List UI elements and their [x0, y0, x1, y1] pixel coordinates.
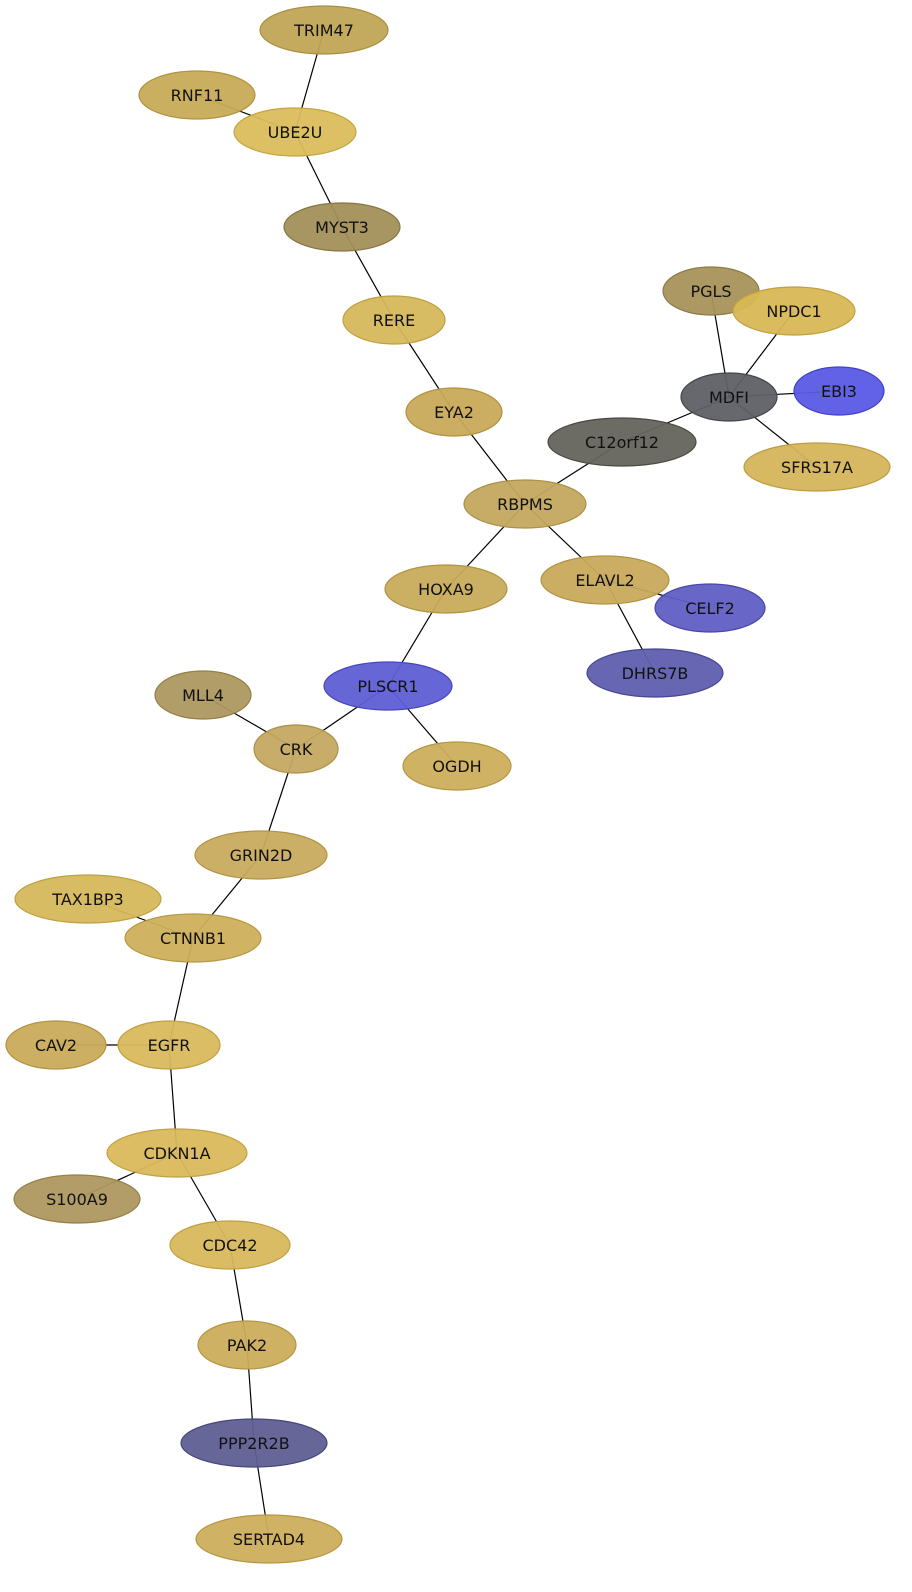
node-ellipse — [405, 387, 503, 437]
node-label: CTNNB1 — [160, 929, 226, 948]
node-ube2u[interactable]: UBE2U — [233, 107, 357, 157]
node-dhrs7b[interactable]: DHRS7B — [586, 648, 724, 698]
node-ppp2r2b[interactable]: PPP2R2B — [180, 1418, 328, 1468]
node-label: MLL4 — [182, 686, 224, 705]
node-label: RNF11 — [171, 86, 224, 105]
node-label: CDKN1A — [143, 1144, 210, 1163]
node-ellipse — [586, 648, 724, 698]
node-grin2d[interactable]: GRIN2D — [194, 830, 328, 880]
node-ellipse — [342, 295, 446, 345]
node-ellipse — [743, 442, 891, 492]
node-rere[interactable]: RERE — [342, 295, 446, 345]
node-label: OGDH — [432, 757, 481, 776]
node-ellipse — [283, 202, 401, 252]
node-s100a9[interactable]: S100A9 — [13, 1174, 141, 1224]
node-mdfi[interactable]: MDFI — [680, 372, 778, 422]
node-tax1bp3[interactable]: TAX1BP3 — [14, 874, 162, 924]
node-sertad4[interactable]: SERTAD4 — [195, 1514, 343, 1564]
node-label: MDFI — [709, 388, 749, 407]
node-ebi3[interactable]: EBI3 — [793, 366, 885, 416]
node-ellipse — [194, 830, 328, 880]
node-elavl2[interactable]: ELAVL2 — [540, 555, 670, 605]
node-ellipse — [106, 1128, 248, 1178]
node-ellipse — [233, 107, 357, 157]
node-ellipse — [154, 670, 252, 720]
node-label: PAK2 — [227, 1336, 267, 1355]
node-label: ELAVL2 — [575, 571, 634, 590]
node-label: CRK — [280, 740, 313, 759]
node-ellipse — [195, 1514, 343, 1564]
node-eya2[interactable]: EYA2 — [405, 387, 503, 437]
node-crk[interactable]: CRK — [253, 724, 339, 774]
node-label: PGLS — [690, 282, 731, 301]
node-ogdh[interactable]: OGDH — [402, 741, 512, 791]
node-label: DHRS7B — [622, 664, 689, 683]
node-hoxa9[interactable]: HOXA9 — [384, 564, 508, 614]
node-label: UBE2U — [268, 123, 323, 142]
node-label: EBI3 — [821, 382, 857, 401]
node-ellipse — [124, 913, 262, 963]
node-label: SFRS17A — [781, 458, 853, 477]
node-ellipse — [654, 583, 766, 633]
node-rnf11[interactable]: RNF11 — [138, 70, 256, 120]
node-ellipse — [138, 70, 256, 120]
node-ellipse — [680, 372, 778, 422]
node-ellipse — [197, 1320, 297, 1370]
node-ellipse — [180, 1418, 328, 1468]
node-ellipse — [463, 479, 587, 529]
node-ellipse — [323, 661, 453, 711]
node-ellipse — [259, 5, 389, 55]
node-label: PLSCR1 — [357, 677, 418, 696]
node-label: EYA2 — [434, 403, 474, 422]
node-label: CELF2 — [685, 599, 735, 618]
node-label: RERE — [373, 311, 415, 330]
node-label: C12orf12 — [585, 433, 659, 452]
node-ellipse — [13, 1174, 141, 1224]
node-celf2[interactable]: CELF2 — [654, 583, 766, 633]
node-label: TRIM47 — [293, 21, 354, 40]
node-label: CDC42 — [202, 1236, 257, 1255]
node-ellipse — [5, 1020, 107, 1070]
node-label: TAX1BP3 — [51, 890, 123, 909]
node-rbpms[interactable]: RBPMS — [463, 479, 587, 529]
node-label: PPP2R2B — [218, 1434, 289, 1453]
node-ellipse — [117, 1020, 221, 1070]
node-plscr1[interactable]: PLSCR1 — [323, 661, 453, 711]
node-label: HOXA9 — [418, 580, 474, 599]
node-label: GRIN2D — [230, 846, 293, 865]
node-ellipse — [169, 1220, 291, 1270]
node-ellipse — [793, 366, 885, 416]
node-label: NPDC1 — [766, 302, 821, 321]
node-myst3[interactable]: MYST3 — [283, 202, 401, 252]
node-cav2[interactable]: CAV2 — [5, 1020, 107, 1070]
node-ctnnb1[interactable]: CTNNB1 — [124, 913, 262, 963]
node-label: CAV2 — [35, 1036, 77, 1055]
node-trim47[interactable]: TRIM47 — [259, 5, 389, 55]
node-cdkn1a[interactable]: CDKN1A — [106, 1128, 248, 1178]
node-label: S100A9 — [46, 1190, 108, 1209]
node-c12orf12[interactable]: C12orf12 — [547, 417, 697, 467]
node-ellipse — [384, 564, 508, 614]
node-egfr[interactable]: EGFR — [117, 1020, 221, 1070]
node-label: MYST3 — [315, 218, 369, 237]
node-cdc42[interactable]: CDC42 — [169, 1220, 291, 1270]
node-ellipse — [540, 555, 670, 605]
node-pgls[interactable]: PGLS — [662, 266, 760, 316]
node-label: SERTAD4 — [233, 1530, 305, 1549]
node-sfrs17a[interactable]: SFRS17A — [743, 442, 891, 492]
node-mll4[interactable]: MLL4 — [154, 670, 252, 720]
node-ellipse — [547, 417, 697, 467]
node-ellipse — [253, 724, 339, 774]
node-ellipse — [732, 286, 856, 336]
node-label: RBPMS — [497, 495, 553, 514]
node-label: EGFR — [148, 1036, 191, 1055]
node-npdc1[interactable]: NPDC1 — [732, 286, 856, 336]
node-ellipse — [14, 874, 162, 924]
node-ellipse — [402, 741, 512, 791]
node-pak2[interactable]: PAK2 — [197, 1320, 297, 1370]
